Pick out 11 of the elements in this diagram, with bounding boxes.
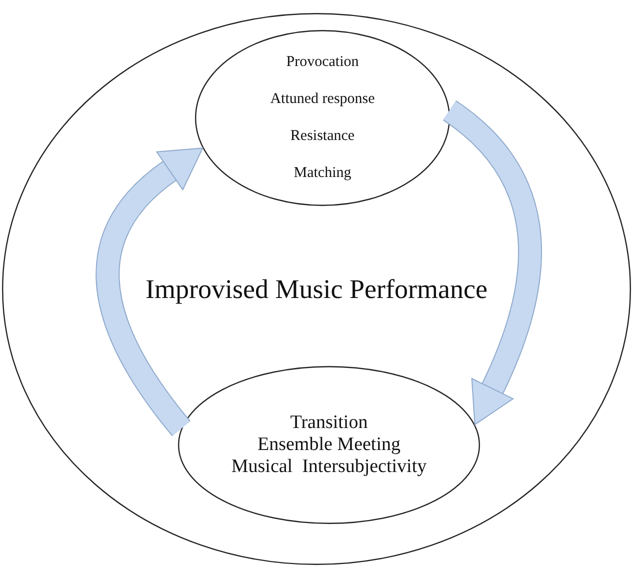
list-item: Ensemble Meeting bbox=[258, 434, 400, 456]
outer-ellipse bbox=[2, 13, 631, 565]
inner-ellipse bbox=[178, 366, 480, 524]
list-item: Transition bbox=[290, 412, 368, 434]
node-label: Improvised Music Performance bbox=[146, 272, 488, 306]
inner-ellipse bbox=[195, 30, 450, 206]
list-item: Attuned response bbox=[270, 92, 375, 107]
list-item: Resistance bbox=[290, 129, 355, 144]
list-item: Musical Intersubjectivity bbox=[231, 456, 427, 478]
list-item: Matching bbox=[294, 166, 352, 181]
list-item: Provocation bbox=[286, 55, 359, 70]
